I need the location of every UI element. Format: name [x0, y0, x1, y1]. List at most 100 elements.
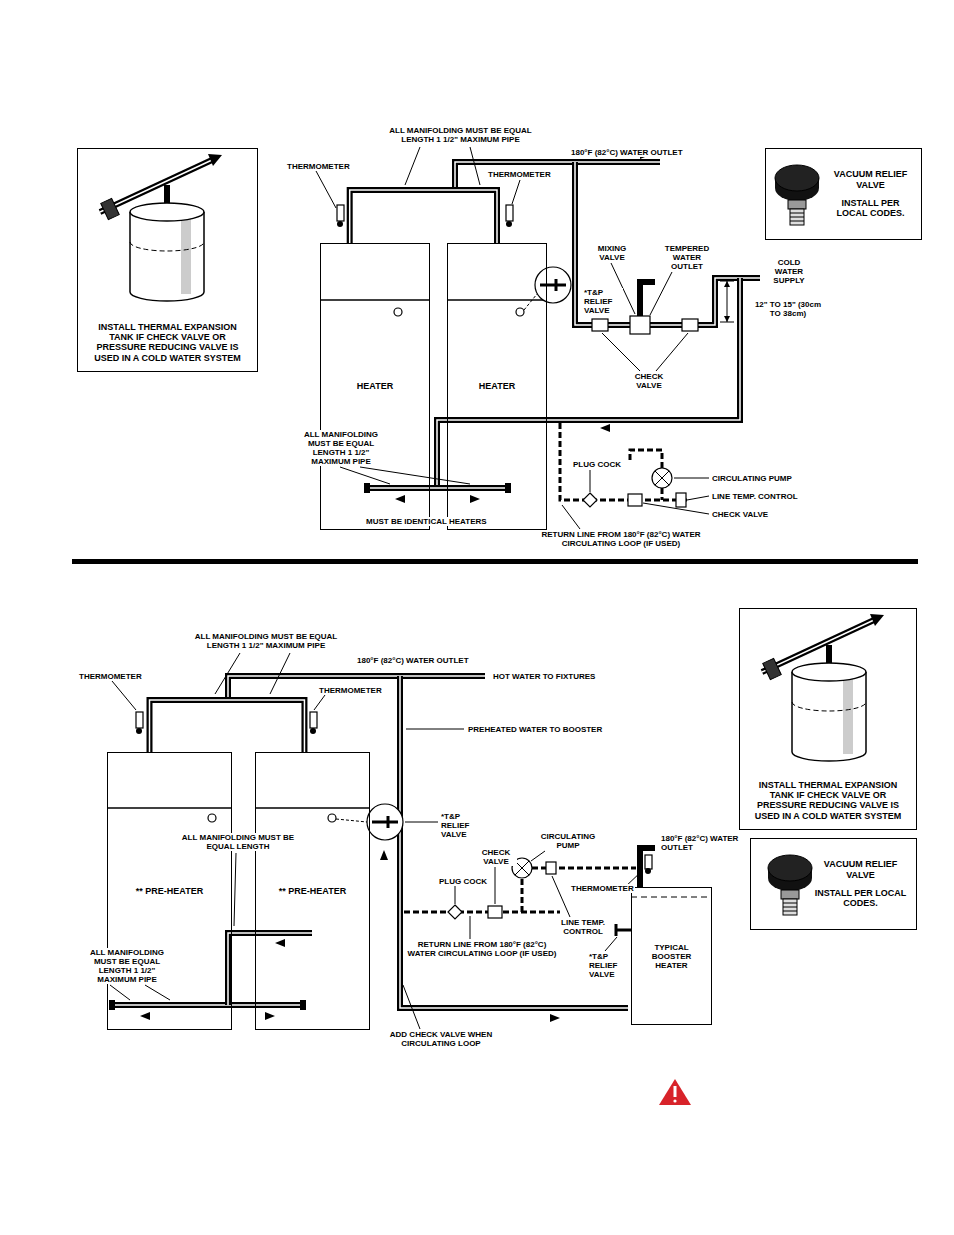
callout-label: 12" TO 15" (30cm TO 38cm) [748, 300, 828, 318]
leader-lines [316, 147, 709, 529]
callout-label: ALL MANIFOLDING MUST BE EQUAL LENGTH 1 1… [295, 430, 387, 466]
callout-label: 180°F (82°C) WATER OUTLET [356, 656, 470, 665]
callout-label: *T&P RELIEF VALVE [588, 952, 628, 979]
callout-label: CIRCULATING PUMP [711, 474, 793, 483]
callout-label: ALL MANIFOLDING MUST BE EQUAL LENGTH 1 1… [372, 126, 549, 144]
callout-label: CIRCULATING PUMP [534, 832, 602, 850]
thermometer [136, 712, 143, 728]
thermometer [337, 205, 344, 221]
callout-label: COLD WATER SUPPLY [766, 258, 812, 285]
heater-box: ** PRE-HEATER [255, 752, 370, 1030]
line-temp-control [676, 493, 686, 507]
node-text: VACUUM RELIEF VALVE [811, 859, 910, 880]
valve-thread [790, 209, 804, 225]
pipe-connector-group [150, 700, 305, 752]
thermometer-bulb [645, 868, 651, 874]
flow-arrow [870, 614, 884, 626]
pipe-cap [300, 1000, 306, 1010]
tank-seam [130, 242, 204, 251]
callout-label: HOT WATER TO FIXTURES [492, 672, 596, 681]
thermometer-bulb [136, 728, 142, 734]
pipe-highlight [228, 676, 485, 700]
plug-cock [583, 493, 597, 507]
knob-top [775, 165, 819, 191]
heater-port [394, 308, 402, 316]
warning-mark [674, 1086, 677, 1097]
valve-nut [781, 890, 799, 899]
heater-box: TYPICAL BOOSTER HEATER [631, 887, 712, 1025]
callout-label: ALL MANIFOLDING MUST BE EQUAL LENGTH 1 1… [180, 632, 352, 650]
heater-band [107, 807, 232, 809]
leader-lines [110, 653, 643, 1029]
pipe-highlight [455, 162, 660, 190]
node-text: INSTALL THERMAL EXPANSION TANK IF CHECK … [747, 780, 909, 821]
callout-label: ADD CHECK VALVE WHEN CIRCULATING LOOP [380, 1030, 502, 1048]
tank-body [792, 672, 866, 761]
node-text: INSTALL PER LOCAL CODES. [826, 198, 915, 219]
node-text: HEATER [357, 381, 393, 391]
cold-inlet-pipe [228, 933, 312, 1005]
expansion-tank [100, 154, 222, 301]
tp-valve [616, 924, 631, 936]
pipe-highlight [437, 278, 740, 488]
callout-label: ALL MANIFOLDING MUST BE EQUAL LENGTH [175, 833, 301, 851]
tp-valve-callout [367, 804, 403, 840]
dimension-line [720, 281, 734, 322]
tank-shade [843, 674, 853, 754]
check-valve [592, 319, 608, 331]
callout-line [524, 294, 537, 310]
callout-label: THERMOMETER [78, 672, 143, 681]
node-text: INSTALL PER LOCAL CODES. [811, 888, 910, 909]
vacuum-relief-valve [775, 165, 819, 225]
thread-lines [783, 903, 797, 911]
tank-connector [164, 185, 170, 204]
pipe-highlight [115, 1004, 300, 1006]
note-box: INSTALL THERMAL EXPANSION TANK IF CHECK … [77, 148, 258, 372]
inlet-manifold [115, 1002, 300, 1008]
heater-box: HEATER [447, 243, 547, 530]
flow-arrow [550, 1014, 560, 1022]
callout-label: *T&P RELIEF VALVE [583, 288, 623, 315]
tank-seam [792, 702, 866, 711]
heater-band [320, 299, 430, 301]
valve-thread [783, 899, 797, 915]
pump-cross [515, 861, 529, 875]
pipe-highlight [400, 676, 628, 1008]
line-temp-control [546, 862, 556, 874]
knob-top [768, 855, 812, 881]
callout-label: *T&P RELIEF VALVE [440, 812, 480, 839]
callout-label: PLUG COCK [438, 877, 488, 886]
tp-valve-callout [535, 267, 571, 303]
node-text: ** PRE-HEATER [279, 886, 346, 896]
check-valve [628, 494, 642, 506]
node-text: ** PRE-HEATER [136, 886, 203, 896]
pipe-highlight [575, 162, 760, 325]
heater-box: ** PRE-HEATER [107, 752, 232, 1030]
node-text: INSTALL THERMAL EXPANSION TANK IF CHECK … [85, 322, 250, 363]
tp-valve [372, 816, 398, 828]
thermometer-bulb [506, 221, 512, 227]
node-text: HEATER [479, 381, 515, 391]
callout-label: TEMPERED WATER OUTLET [658, 244, 716, 271]
pipe-highlight [228, 933, 312, 1005]
check-valve [682, 319, 698, 331]
pipe-highlight [150, 700, 305, 752]
pump-cross [655, 471, 669, 485]
hot-outlet-pipe [228, 676, 485, 700]
warning-triangle [659, 1079, 691, 1105]
callout-label: CHECK VALVE [626, 372, 672, 390]
flow-arrow [600, 424, 610, 432]
circulating-pump [652, 468, 672, 488]
dimension-arrow [724, 281, 730, 287]
callout-label: PLUG COCK [572, 460, 622, 469]
mixing-pipe [575, 162, 760, 325]
thermometer-bulb [337, 221, 343, 227]
expansion-tank [762, 614, 884, 761]
callout-label: MUST BE IDENTICAL HEATERS [365, 517, 488, 526]
note-box: VACUUM RELIEF VALVE INSTALL PER LOCAL COD… [750, 838, 917, 930]
return-loop [560, 423, 690, 500]
note-box: VACUUM RELIEF VALVEINSTALL PER LOCAL COD… [765, 148, 922, 240]
